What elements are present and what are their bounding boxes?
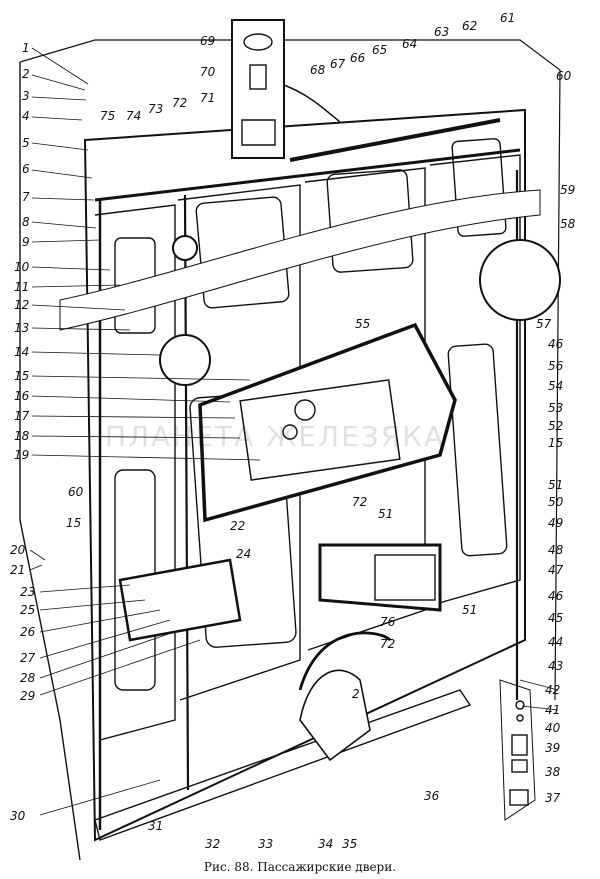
callout-26: 26	[20, 625, 36, 639]
callout-29: 29	[20, 689, 36, 703]
callout-18: 18	[14, 429, 30, 443]
callout-47: 47	[548, 563, 564, 577]
callout-21: 21	[10, 563, 26, 577]
callout-17: 17	[14, 409, 30, 423]
callout-33: 33	[258, 837, 274, 851]
callout-75: 75	[100, 109, 116, 123]
watermark: ПЛАНЕТА ЖЕЛЕЗЯКА	[105, 420, 446, 453]
callout-49: 49	[548, 516, 564, 530]
callout-4: 4	[22, 109, 30, 123]
callout-7: 7	[22, 190, 30, 204]
callout-58: 58	[560, 217, 576, 231]
callout-28: 28	[20, 671, 36, 685]
callout-20: 20	[10, 543, 26, 557]
callout-72: 72	[172, 96, 188, 110]
callout-2: 2	[22, 67, 30, 81]
callout-30: 30	[10, 809, 26, 823]
callout-54: 54	[548, 379, 564, 393]
callout-8: 8	[22, 215, 30, 229]
callout-9: 9	[22, 235, 30, 249]
callout-27: 27	[20, 651, 36, 665]
callout-68: 68	[310, 63, 326, 77]
callout-72b: 72	[352, 495, 368, 509]
callout-13: 13	[14, 321, 30, 335]
callout-56: 56	[548, 359, 564, 373]
callout-64: 64	[402, 37, 418, 51]
callout-60: 60	[556, 69, 572, 83]
callout-37: 37	[545, 791, 561, 805]
callout-60b: 60	[68, 485, 84, 499]
callout-31: 31	[148, 819, 164, 833]
callout-42: 42	[545, 683, 561, 697]
callout-52: 52	[548, 419, 564, 433]
callout-55: 55	[355, 317, 371, 331]
callout-46: 46	[548, 337, 564, 351]
callout-76: 76	[380, 615, 396, 629]
callout-73: 73	[148, 102, 164, 116]
callout-57: 57	[536, 317, 552, 331]
callout-62: 62	[462, 19, 478, 33]
callout-22: 22	[230, 519, 246, 533]
callout-19: 19	[14, 448, 30, 462]
callout-46b: 46	[548, 589, 564, 603]
callout-3: 3	[22, 89, 30, 103]
callout-2b: 2	[352, 687, 360, 701]
callout-1: 1	[22, 41, 30, 55]
callout-12: 12	[14, 298, 30, 312]
callout-67: 67	[330, 57, 346, 71]
callout-50: 50	[548, 495, 564, 509]
callout-10: 10	[14, 260, 30, 274]
callout-15c: 15	[548, 436, 564, 450]
callout-71: 71	[200, 91, 216, 105]
callout-63: 63	[434, 25, 450, 39]
callout-51b: 51	[378, 507, 394, 521]
figure-caption: Рис. 88. Пассажирские двери.	[203, 860, 397, 874]
callout-48: 48	[548, 543, 564, 557]
callout-72c: 72	[380, 637, 396, 651]
callout-14: 14	[14, 345, 30, 359]
callout-51: 51	[548, 478, 564, 492]
callout-36: 36	[424, 789, 440, 803]
callout-70: 70	[200, 65, 216, 79]
callout-45: 45	[548, 611, 564, 625]
callout-51c: 51	[462, 603, 478, 617]
callout-61: 61	[500, 11, 516, 25]
callout-15b: 15	[66, 516, 82, 530]
callout-11: 11	[14, 280, 30, 294]
callout-65: 65	[372, 43, 388, 57]
callout-38: 38	[545, 765, 561, 779]
callout-35: 35	[342, 837, 358, 851]
callout-25: 25	[20, 603, 36, 617]
callout-39: 39	[545, 741, 561, 755]
callout-5: 5	[22, 136, 30, 150]
callout-53: 53	[548, 401, 564, 415]
callout-69: 69	[200, 34, 216, 48]
callout-44: 44	[548, 635, 564, 649]
callout-15a: 15	[14, 369, 30, 383]
callout-24: 24	[236, 547, 252, 561]
callout-16: 16	[14, 389, 30, 403]
callout-40: 40	[545, 721, 561, 735]
callout-34: 34	[318, 837, 334, 851]
callout-74: 74	[126, 109, 142, 123]
callout-43: 43	[548, 659, 564, 673]
callout-66: 66	[350, 51, 366, 65]
callout-32: 32	[205, 837, 221, 851]
callout-23: 23	[20, 585, 36, 599]
callout-6: 6	[22, 162, 30, 176]
callout-41: 41	[545, 703, 561, 717]
callout-59: 59	[560, 183, 576, 197]
